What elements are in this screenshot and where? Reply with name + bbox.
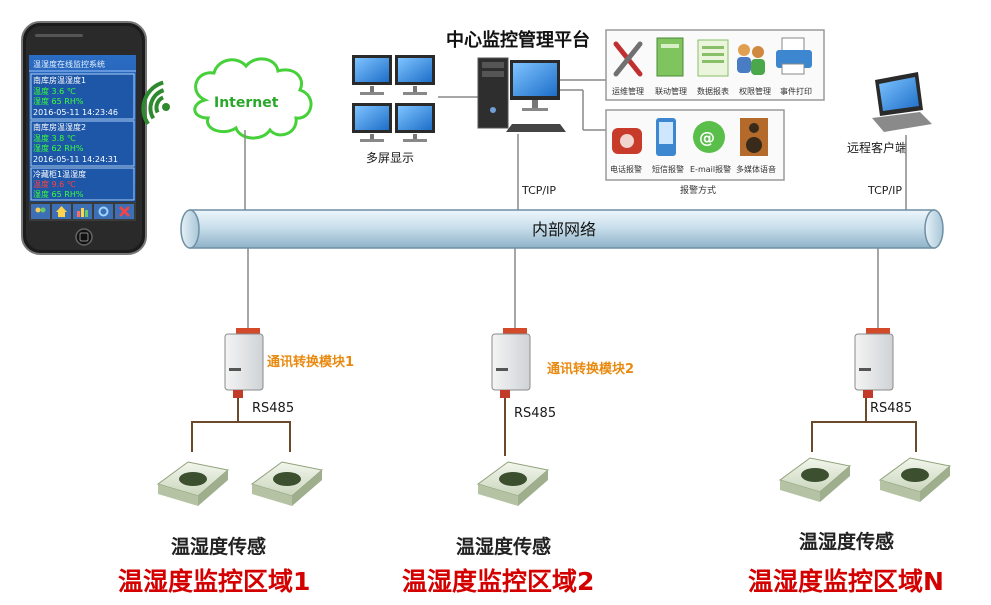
management-panel: 运维管理 联动管理 数据报表 权限管理 事件打印 [605,29,825,101]
tcpip-label-left: TCP/IP [521,184,556,197]
sms-icon[interactable] [656,118,676,156]
email-icon[interactable]: @ [693,121,725,153]
phone-toolbar [29,202,136,221]
sensor-label: 温湿度传感 [456,535,551,558]
center-platform-title: 中心监控管理平台 [446,29,590,51]
sensor-icon [476,461,550,506]
sensor-icon [878,457,952,502]
sensor-label: 温湿度传感 [799,530,894,553]
alarm-caption: 报警方式 [680,184,716,196]
multi-screen-display: 多屏显示 [352,55,435,165]
rs485-label: RS485 [252,401,294,416]
multi-screen-label: 多屏显示 [366,151,414,165]
tools-icon[interactable] [613,41,643,77]
rs485-label: RS485 [870,401,912,416]
alarm-label: E-mail报警 [690,164,731,174]
phone-card-time: 2016-05-11 14:24:31 [33,155,118,164]
binder-icon[interactable] [656,37,684,77]
mgmt-label: 运维管理 [612,86,644,96]
phone-card-name: 南库房温湿度2 [33,122,86,132]
speaker-icon[interactable] [740,118,768,156]
mgmt-label: 事件打印 [780,86,812,96]
sensor-icon [250,461,324,506]
users-icon[interactable] [737,44,765,75]
internet-label: Internet [214,95,279,111]
sensor-label: 温湿度传感 [171,535,266,558]
phone-card-time: 2016-05-11 14:23:46 [33,108,118,117]
internal-network-label: 内部网络 [532,220,596,239]
internal-network-bus: 内部网络 [180,209,944,249]
pc-tower-icon [477,57,509,129]
phone-card-2[interactable]: 南库房温湿度2 温度 3.8 ℃ 湿度 62 RH% 2016-05-11 14… [30,120,135,167]
module-label: 通讯转换模块2 [547,361,634,377]
alarm-panel: @ 电话报警 短信报警 E-mail报警 多媒体语音 [605,109,785,181]
phone-card-hum: 湿度 62 RH% [33,143,84,153]
sensor-icon [156,461,230,506]
users-icon[interactable] [31,204,50,219]
bar-chart-icon[interactable] [73,204,92,219]
zone-1: 通讯转换模块1 RS485 温湿度传感 温湿度监控区域1 [118,328,354,596]
phone-card-1[interactable]: 南库房温湿度1 温度 3.6 ℃ 湿度 65 RH% 2016-05-11 14… [30,73,135,120]
phone-card-3[interactable]: 冷藏柜1温湿度 温度 9.6 ℃ 湿度 65 RH% [30,167,135,201]
zone-label: 温湿度监控区域N [748,567,944,596]
phone-card-name: 南库房温湿度1 [33,75,86,85]
keyboard-icon [506,124,566,132]
phone-card-hum: 湿度 65 RH% [33,96,84,106]
phone-card-hum: 湿度 65 RH% [33,189,84,199]
zone-2: 通讯转换模块2 RS485 温湿度传感 温湿度监控区域2 [402,328,634,596]
zone-label: 温湿度监控区域2 [402,567,594,596]
zone-label: 温湿度监控区域1 [118,567,310,596]
mgmt-label: 权限管理 [739,86,771,96]
phone-card-temp: 温度 9.6 ℃ [33,179,76,189]
printer-icon[interactable] [776,37,812,75]
phone-card-temp: 温度 3.6 ℃ [33,86,76,96]
remote-client-label: 远程客户端 [847,140,907,155]
wifi-icon [141,80,170,126]
telephone-icon[interactable] [612,128,642,154]
zone-n: RS485 温湿度传感 温湿度监控区域N [748,328,952,596]
phone-card-name: 冷藏柜1温湿度 [33,169,86,179]
alarm-label: 短信报警 [652,164,684,174]
close-icon[interactable] [115,204,134,219]
converter-module-icon [854,328,894,398]
tools-icon[interactable] [94,204,113,219]
mgmt-label: 联动管理 [655,86,687,96]
alarm-label: 多媒体语音 [736,164,776,174]
smartphone: 温湿度在线监控系统 南库房温湿度1 温度 3.6 ℃ 湿度 65 RH% 201… [21,21,147,255]
server-workstation [477,57,566,132]
converter-module-icon [224,328,264,398]
sensor-icon [778,457,852,502]
module-label: 通讯转换模块1 [267,354,354,370]
report-icon[interactable] [697,39,729,77]
rs485-label: RS485 [514,406,556,421]
monitor-icon [352,55,435,142]
home-icon[interactable] [52,204,71,219]
svg-text:@: @ [699,128,715,147]
monitor-icon [510,60,560,111]
tcpip-label-right: TCP/IP [867,184,902,197]
converter-module-icon [491,328,531,398]
mgmt-label: 数据报表 [697,86,729,96]
laptop-icon [872,72,932,132]
phone-card-temp: 温度 3.8 ℃ [33,133,76,143]
internet-cloud: Internet [193,57,313,140]
alarm-label: 电话报警 [610,164,642,174]
phone-app-title: 温湿度在线监控系统 [33,59,105,69]
